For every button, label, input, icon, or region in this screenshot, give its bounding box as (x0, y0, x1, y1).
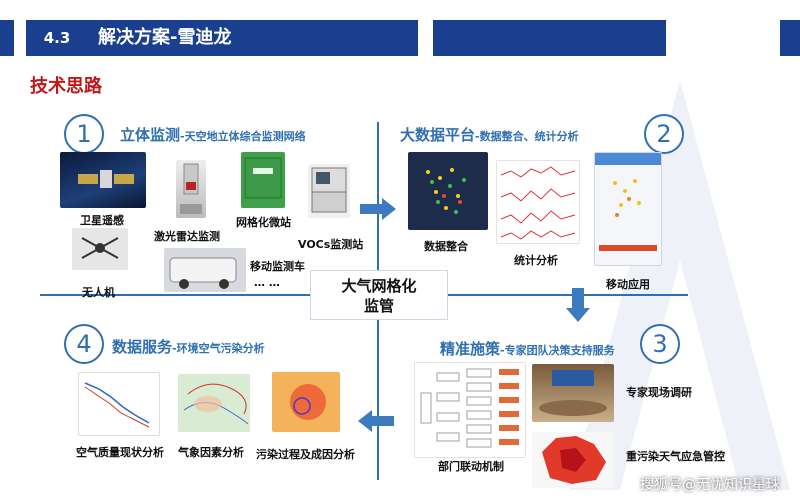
quadrant3-title: 精准施策-专家团队决策支持服务 (440, 338, 615, 359)
mobile-app-image (594, 152, 662, 266)
lidar-image (176, 160, 206, 218)
quadrant4-title: 数据服务-环境空气污染分析 (112, 336, 265, 357)
micro-station-image (241, 152, 285, 208)
label-pollution-process: 污染过程及成因分析 (256, 448, 355, 461)
meteorology-map (178, 374, 250, 432)
section-number: 4.3 (26, 20, 88, 56)
divider-horizontal-right (448, 294, 688, 296)
header-left-block (0, 20, 14, 56)
center-title-line2: 监管 (363, 297, 394, 315)
quadrant1-title-sub: -天空地立体综合监测网络 (180, 130, 306, 143)
center-title-box: 大气网格化 监管 (310, 270, 448, 320)
label-micro-station: 网格化微站 (236, 216, 291, 229)
header-right-block (433, 20, 666, 56)
quadrant1-number: 1 (64, 114, 104, 154)
label-heavy-pollution-control: 重污染天气应急管控 (626, 450, 725, 463)
label-mobile-app: 移动应用 (606, 278, 650, 291)
quadrant4-title-main: 数据服务 (112, 338, 173, 356)
quadrant4-title-sub: -环境空气污染分析 (172, 342, 265, 355)
coordination-flowchart (414, 362, 526, 458)
pollution-process-map (272, 372, 340, 432)
quadrant2-number: 2 (644, 114, 684, 154)
quadrant3-title-sub: -专家团队决策支持服务 (500, 344, 615, 357)
label-ellipsis: … … (254, 276, 280, 289)
quadrant1-title-main: 立体监测 (120, 126, 181, 144)
expert-meeting-image (532, 364, 614, 422)
label-statistics: 统计分析 (514, 254, 558, 267)
quadrant3-number: 3 (640, 324, 680, 364)
divider-vertical-top (377, 122, 379, 270)
page-title: 解决方案-雪迪龙 (88, 20, 418, 56)
background-decoration (570, 80, 790, 490)
section-subtitle: 技术思路 (30, 76, 102, 97)
label-meteorology: 气象因素分析 (178, 446, 244, 459)
label-drone: 无人机 (82, 286, 115, 299)
label-expert-survey: 专家现场调研 (626, 386, 692, 399)
label-lidar: 激光雷达监测 (154, 230, 220, 243)
divider-vertical-bottom (377, 320, 379, 480)
data-integration-map (408, 152, 488, 230)
quadrant3-title-main: 精准施策 (440, 340, 501, 358)
statistics-charts (496, 160, 580, 244)
pollution-control-map (532, 432, 614, 488)
drone-image (72, 228, 128, 270)
center-title-line1: 大气网格化 (341, 277, 417, 295)
arrow-left-icon (358, 410, 394, 432)
label-department-coordination: 部门联动机制 (438, 460, 504, 473)
label-data-integration: 数据整合 (424, 240, 468, 253)
arrow-down-icon (566, 288, 590, 322)
watermark-text: 搜狐号@无忧知识星球 (640, 477, 780, 493)
header-right-edge (780, 20, 800, 56)
label-vocs-station: VOCs监测站 (298, 238, 364, 251)
air-quality-chart (78, 372, 160, 436)
quadrant2-title-sub: -数据整合、统计分析 (475, 130, 579, 143)
label-mobile-vehicle: 移动监测车 (250, 260, 305, 273)
quadrant2-title-main: 大数据平台 (400, 126, 476, 144)
divider-horizontal-left (40, 294, 310, 296)
satellite-image (60, 152, 146, 208)
quadrant4-number: 4 (64, 324, 104, 364)
mobile-vehicle-image (164, 248, 246, 292)
arrow-right-icon (360, 198, 396, 220)
label-air-quality: 空气质量现状分析 (76, 446, 164, 459)
vocs-station-image (308, 164, 350, 218)
quadrant2-title: 大数据平台-数据整合、统计分析 (400, 124, 579, 145)
label-satellite: 卫星遥感 (80, 214, 124, 227)
quadrant1-title: 立体监测-天空地立体综合监测网络 (120, 124, 306, 145)
